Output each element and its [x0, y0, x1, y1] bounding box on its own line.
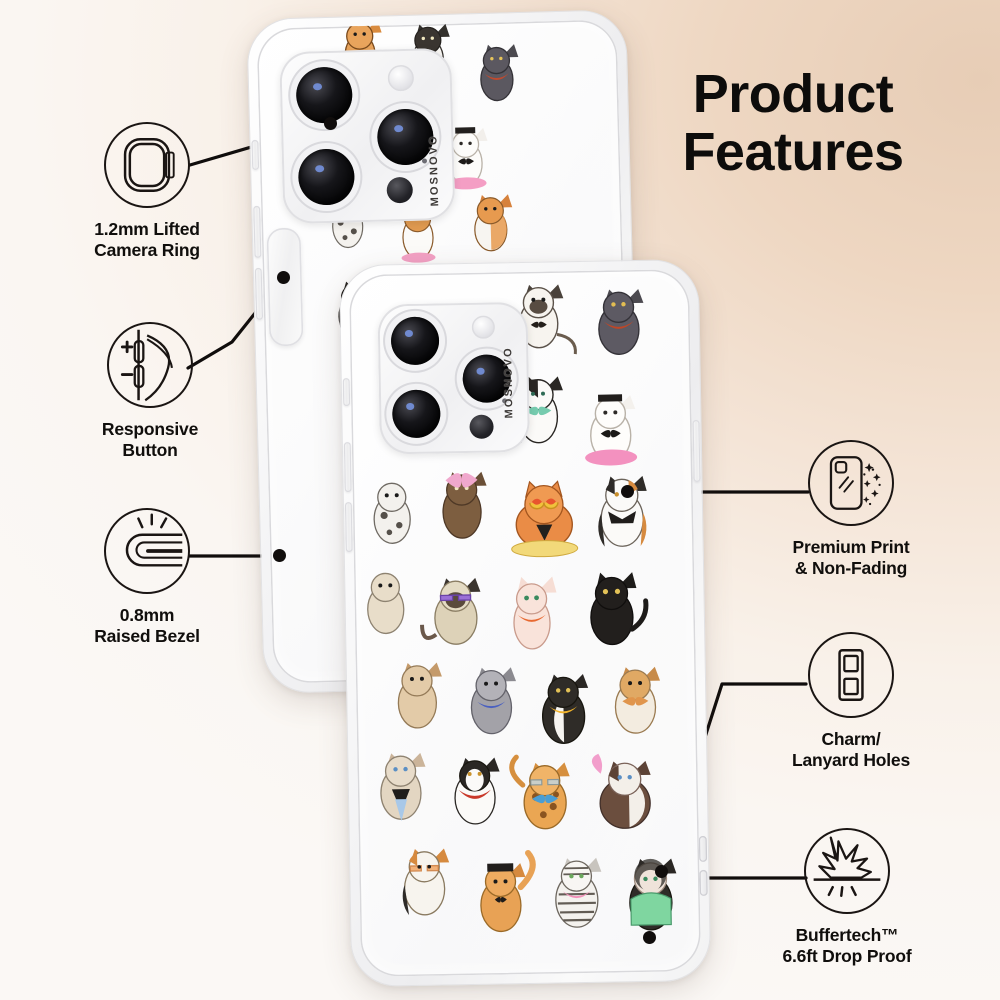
feature-charm-holes-label: Charm/ Lanyard Holes [756, 729, 946, 772]
camera-ring-label-1: 1.2mm Lifted [94, 219, 200, 239]
side-button-callout-back[interactable] [266, 227, 304, 347]
volume-up-button-front[interactable] [343, 442, 352, 493]
endpoint-raised-bezel [273, 549, 286, 562]
camera-lens-wide-back [295, 66, 353, 124]
camera-flash-front [471, 315, 496, 339]
brand-label-back: MOSNOVO [427, 134, 442, 207]
title-line-2: Features [682, 121, 904, 182]
drop-proof-label-1: Buffertech™ [795, 925, 899, 945]
endpoint-charm-holes [655, 865, 668, 878]
page-title: Product Features [628, 64, 958, 182]
power-button-front[interactable] [692, 419, 701, 483]
volume-down-button-front[interactable] [344, 502, 353, 553]
feature-premium-print: Premium Print & Non-Fading [756, 440, 946, 580]
lidar-sensor-back [386, 176, 414, 204]
brand-label-front: MOSNOVO [502, 346, 516, 419]
raised-bezel-label-1: 0.8mm [119, 605, 175, 625]
feature-camera-ring-label: 1.2mm Lifted Camera Ring [52, 219, 242, 262]
feature-charm-holes: Charm/ Lanyard Holes [756, 632, 946, 772]
feature-drop-proof-label: Buffertech™ 6.6ft Drop Proof [752, 925, 942, 968]
volume-up-button-back[interactable] [253, 205, 262, 258]
endpoint-camera-ring [324, 117, 337, 130]
action-button-front[interactable] [342, 378, 351, 407]
feature-responsive-button: Responsive Button [55, 322, 245, 462]
action-button-back[interactable] [251, 139, 260, 170]
camera-mic-back [421, 158, 428, 164]
feature-raised-bezel: 0.8mm Raised Bezel [52, 508, 242, 648]
responsive-button-label-1: Responsive [101, 419, 199, 439]
premium-print-label-1: Premium Print [792, 537, 910, 557]
camera-lens-ultrawide-back [297, 148, 356, 206]
feature-premium-print-label: Premium Print & Non-Fading [756, 537, 946, 580]
raised-bezel-label-2: Raised Bezel [94, 626, 200, 647]
lanyard-holes-icon [808, 632, 894, 718]
camera-flash-back [387, 64, 415, 92]
cat-pattern-front [349, 269, 701, 977]
charm-holes-label-2: Lanyard Holes [792, 750, 910, 771]
endpoint-responsive-button [277, 271, 290, 284]
feature-raised-bezel-label: 0.8mm Raised Bezel [52, 605, 242, 648]
case-front-inner: MOSNOVO [348, 269, 702, 977]
endpoint-premium-print [621, 485, 634, 498]
feature-drop-proof: Buffertech™ 6.6ft Drop Proof [752, 828, 942, 968]
lanyard-hole-upper[interactable] [698, 835, 708, 862]
impact-shock-icon [804, 828, 890, 914]
phone-case-front-view[interactable]: MOSNOVO [338, 258, 712, 988]
lidar-sensor-front [469, 414, 494, 439]
volume-down-button-back[interactable] [254, 267, 264, 320]
drop-proof-label-2: 6.6ft Drop Proof [782, 946, 912, 967]
responsive-button-label-2: Button [122, 440, 178, 461]
camera-lens-wide-front [390, 316, 440, 366]
camera-lens-tele-back [376, 108, 435, 166]
lanyard-hole-lower[interactable] [699, 869, 708, 896]
premium-print-label-2: & Non-Fading [794, 558, 908, 579]
volume-buttons-icon [107, 322, 193, 408]
charm-holes-label-1: Charm/ [821, 729, 881, 749]
camera-ring-icon [104, 122, 190, 208]
camera-lens-ultrawide-front [391, 389, 441, 439]
title-line-1: Product [692, 64, 894, 124]
feature-responsive-button-label: Responsive Button [55, 419, 245, 462]
endpoint-drop-proof [643, 931, 656, 944]
feature-camera-ring: 1.2mm Lifted Camera Ring [52, 122, 242, 262]
camera-ring-label-2: Camera Ring [94, 240, 200, 261]
print-sparkle-icon [808, 440, 894, 526]
raised-bezel-icon [104, 508, 190, 594]
